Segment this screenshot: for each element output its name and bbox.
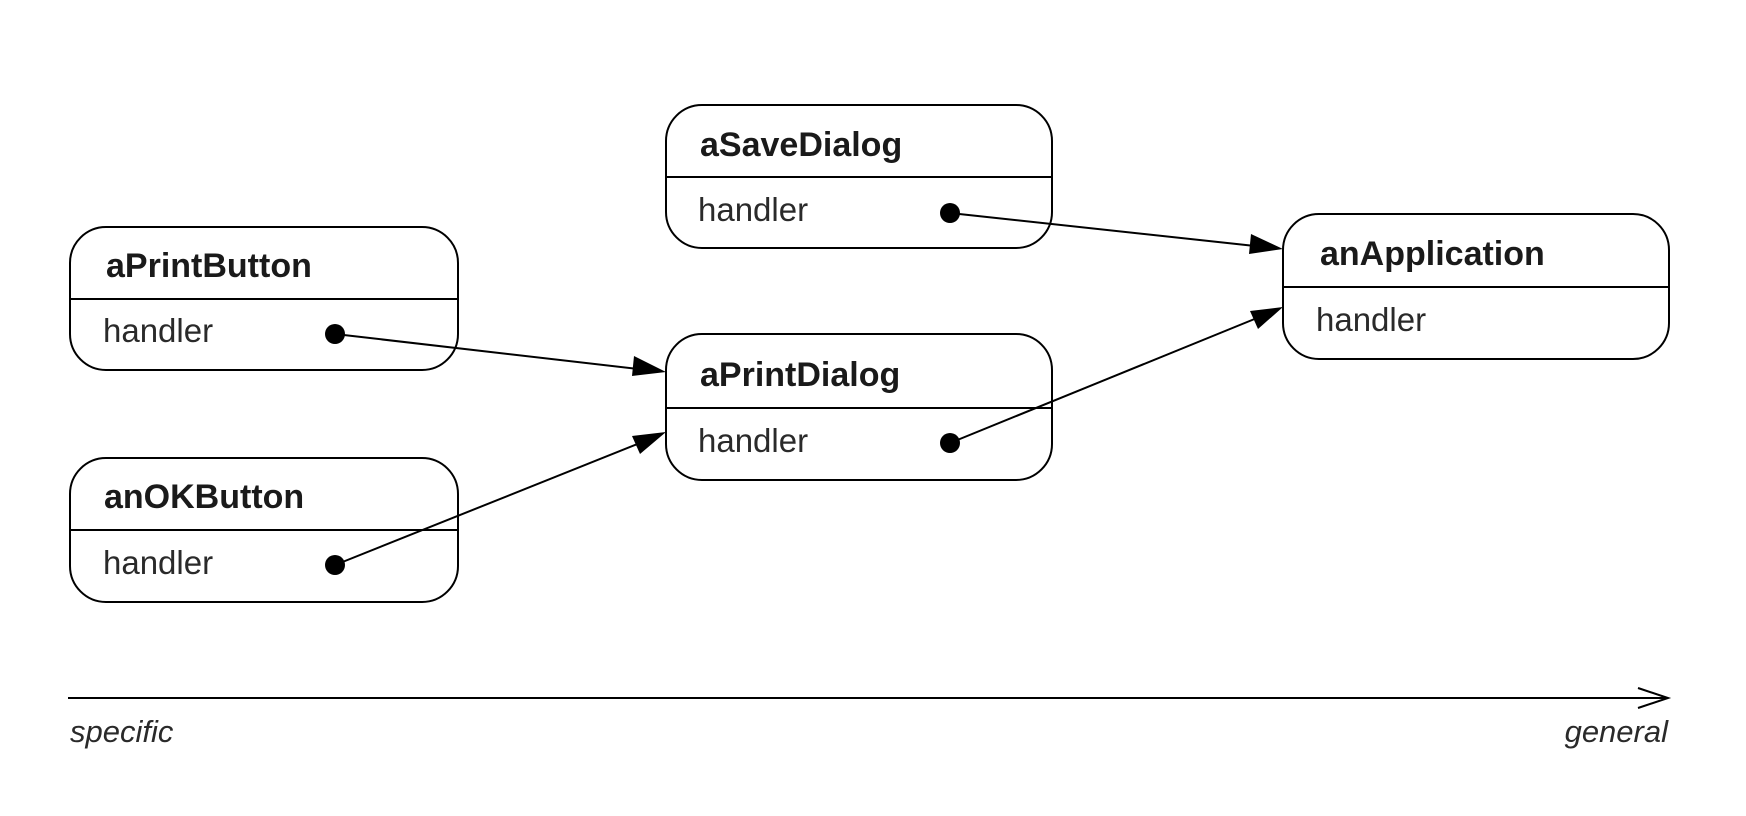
- object-aprintbutton: aPrintButton handler: [69, 226, 459, 371]
- object-field: handler: [103, 544, 213, 581]
- object-anokbutton: anOKButton handler: [69, 457, 459, 603]
- object-name: aSaveDialog: [700, 126, 902, 164]
- axis-arrowhead: [1637, 687, 1672, 709]
- arrowhead: [1250, 307, 1283, 329]
- object-field: handler: [698, 191, 808, 228]
- object-anapplication: anApplication handler: [1282, 213, 1670, 360]
- object-asavedialog: aSaveDialog handler: [665, 104, 1053, 249]
- object-field: handler: [1316, 301, 1426, 338]
- arrowhead: [632, 432, 666, 454]
- link-aprintdialog-to-anapplication: [940, 307, 1283, 453]
- object-aprintdialog: aPrintDialog handler: [665, 333, 1053, 481]
- object-field: handler: [103, 312, 213, 349]
- object-field: handler: [698, 422, 808, 459]
- reference-dot: [940, 203, 960, 223]
- reference-dot: [325, 555, 345, 575]
- object-name: aPrintDialog: [700, 356, 900, 394]
- reference-dot: [325, 324, 345, 344]
- link-asavedialog-to-anapplication: [940, 203, 1283, 254]
- arrowhead: [632, 356, 666, 376]
- arrowhead: [1249, 234, 1283, 254]
- link-aprintbutton-to-aprintdialog: [325, 324, 666, 376]
- specificity-axis: specific general: [68, 687, 1672, 749]
- object-name: aPrintButton: [106, 247, 312, 285]
- object-name: anApplication: [1320, 235, 1545, 273]
- axis-label-specific: specific: [70, 714, 174, 749]
- link-anokbutton-to-aprintdialog: [325, 432, 666, 575]
- reference-dot: [940, 433, 960, 453]
- axis-label-general: general: [1565, 714, 1670, 749]
- object-name: anOKButton: [104, 478, 304, 516]
